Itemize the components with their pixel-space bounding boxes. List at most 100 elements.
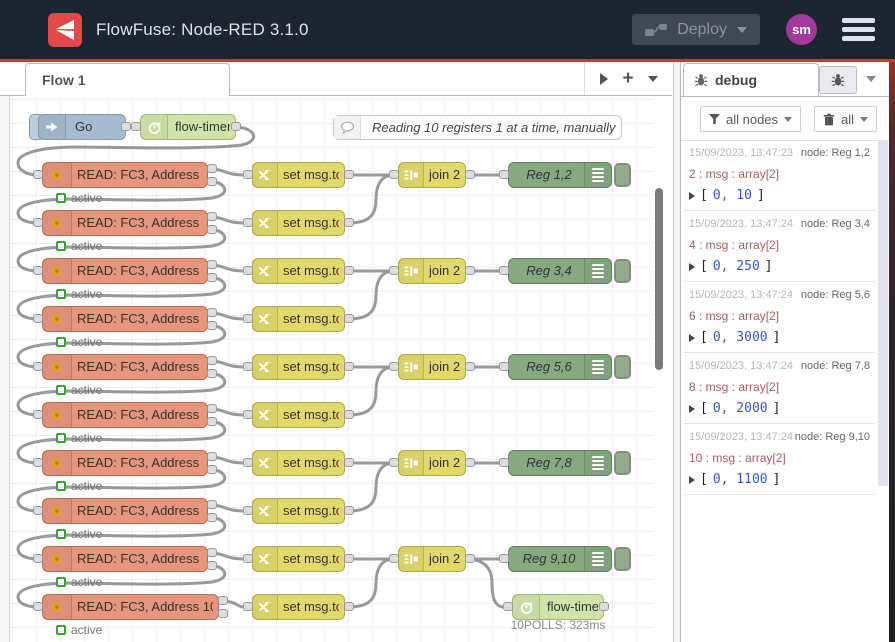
node-port[interactable] (33, 218, 43, 227)
debug-node[interactable]: Reg 7,8 (508, 450, 612, 476)
change-node[interactable]: set msg.topic (252, 210, 345, 236)
node-port[interactable] (121, 122, 131, 131)
wire[interactable] (16, 419, 227, 465)
tab-flow-1[interactable]: Flow 1 (25, 63, 230, 96)
node-port[interactable] (33, 362, 43, 371)
debug-scrollbar-track[interactable] (878, 140, 888, 486)
node-port[interactable] (499, 266, 509, 275)
wire[interactable] (16, 227, 227, 273)
node-port[interactable] (33, 170, 43, 179)
deploy-dropdown-chevron-icon[interactable] (737, 26, 747, 33)
node-port[interactable] (499, 458, 509, 467)
read-node[interactable]: READ: FC3, Address 8 (42, 498, 208, 524)
node-port[interactable] (207, 369, 217, 378)
hamburger-menu-icon[interactable] (842, 18, 875, 41)
comment-node[interactable]: Reading 10 registers 1 at a time, manual… (333, 115, 622, 140)
expand-arrow-icon[interactable] (689, 475, 695, 484)
message-value[interactable]: [0, 10] (689, 188, 870, 203)
node-port[interactable] (465, 362, 475, 371)
message-value[interactable]: [0, 3000] (689, 330, 870, 345)
node-port[interactable] (243, 170, 253, 179)
join-node[interactable]: join 2 (398, 546, 466, 572)
node-port[interactable] (344, 602, 354, 611)
message-value[interactable]: [0, 1100] (689, 472, 870, 487)
node-port[interactable] (33, 506, 43, 515)
join-node[interactable]: join 2 (398, 450, 466, 476)
clear-messages-button[interactable]: all (814, 106, 878, 132)
read-node[interactable]: READ: FC3, Address 5 (42, 354, 208, 380)
change-node[interactable]: set msg.topic (252, 354, 345, 380)
node-port[interactable] (33, 410, 43, 419)
wire[interactable] (210, 503, 248, 513)
debug-node[interactable]: Reg 3,4 (508, 258, 612, 284)
node-port[interactable] (243, 266, 253, 275)
node-port[interactable] (207, 356, 217, 365)
read-node[interactable]: READ: FC3, Address 7 (42, 450, 208, 476)
node-port[interactable] (344, 362, 354, 371)
node-port[interactable] (344, 506, 354, 515)
debug-node[interactable]: Reg 1,2 (508, 162, 612, 188)
wire[interactable] (210, 311, 248, 321)
node-port[interactable] (243, 506, 253, 515)
debug-node[interactable]: Reg 9,10 (508, 546, 612, 572)
node-port[interactable] (207, 260, 217, 269)
node-port[interactable] (344, 314, 354, 323)
debug-toggle-button[interactable] (614, 259, 631, 283)
wire[interactable] (210, 263, 248, 273)
change-node[interactable]: set msg.topic (252, 402, 345, 428)
node-port[interactable] (207, 177, 217, 186)
debug-toggle-button[interactable] (614, 163, 631, 187)
node-port[interactable] (243, 554, 253, 563)
sidebar-splitter[interactable] (673, 62, 680, 642)
change-node[interactable]: set msg.topic (252, 594, 345, 620)
wire[interactable] (468, 557, 506, 609)
node-port[interactable] (389, 266, 399, 275)
wire[interactable] (347, 173, 394, 225)
node-port[interactable] (465, 170, 475, 179)
user-avatar[interactable]: sm (786, 14, 817, 45)
wire[interactable] (16, 275, 227, 321)
wire[interactable] (210, 551, 248, 561)
node-port[interactable] (243, 410, 253, 419)
node-port[interactable] (499, 554, 509, 563)
node-port[interactable] (344, 458, 354, 467)
node-port[interactable] (207, 465, 217, 474)
wire[interactable] (16, 563, 227, 609)
node-port[interactable] (207, 500, 217, 509)
wire[interactable] (16, 467, 227, 513)
node-port[interactable] (389, 458, 399, 467)
node-port[interactable] (33, 554, 43, 563)
node-port[interactable] (465, 554, 475, 563)
change-node[interactable]: set msg.topic (252, 306, 345, 332)
change-node[interactable]: set msg.topic (252, 450, 345, 476)
node-port[interactable] (389, 362, 399, 371)
message-value[interactable]: [0, 250] (689, 259, 870, 274)
node-port[interactable] (243, 362, 253, 371)
canvas-scrollbar-thumb[interactable] (655, 188, 663, 370)
change-node[interactable]: set msg.topic (252, 546, 345, 572)
node-port[interactable] (465, 458, 475, 467)
node-port[interactable] (33, 314, 43, 323)
wire[interactable] (16, 179, 227, 225)
node-port[interactable] (499, 170, 509, 179)
node-port[interactable] (218, 609, 228, 618)
node-port[interactable] (207, 225, 217, 234)
node-port[interactable] (243, 458, 253, 467)
node-port[interactable] (207, 273, 217, 282)
wire[interactable] (210, 455, 248, 465)
node-port[interactable] (207, 417, 217, 426)
node-port[interactable] (344, 266, 354, 275)
deploy-button[interactable]: Deploy (632, 14, 760, 45)
node-port[interactable] (207, 561, 217, 570)
wire[interactable] (347, 461, 394, 513)
wire[interactable] (16, 371, 227, 417)
window-edge-scrollbar[interactable] (889, 62, 895, 642)
read-node[interactable]: READ: FC3, Address 4 (42, 306, 208, 332)
read-node[interactable]: READ: FC3, Address 9 (42, 546, 208, 572)
read-node[interactable]: READ: FC3, Address 3 (42, 258, 208, 284)
wire[interactable] (210, 359, 248, 369)
